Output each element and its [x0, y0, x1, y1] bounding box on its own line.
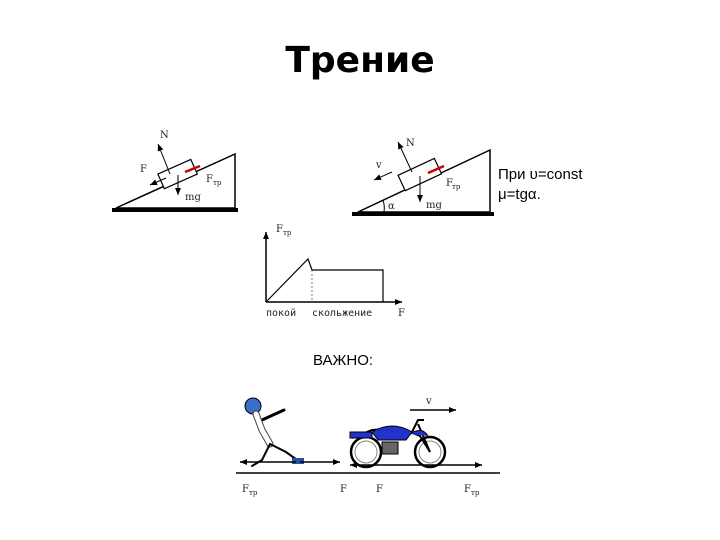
runner-force-sub: тр	[249, 489, 258, 497]
condition-line-1: При υ=const	[498, 166, 583, 183]
moto-fork	[417, 423, 431, 453]
incline-1-label-mg: mg	[185, 192, 201, 203]
incline-diagram-2: N v F тр mg α	[352, 138, 494, 216]
runner-arm	[260, 408, 286, 422]
runner-shoe	[292, 458, 304, 464]
incline-1-label-N: N	[160, 130, 169, 141]
incline-1-label-F: F	[140, 164, 147, 175]
moto-front-wheel	[413, 435, 447, 469]
motorcycle-figure	[349, 419, 447, 469]
incline-2-angle-arc	[382, 199, 385, 213]
incline-2-label-N: N	[406, 138, 415, 149]
moto-tank	[371, 425, 413, 441]
moto-engine	[381, 441, 399, 455]
incline-1-label-tr: тр	[213, 179, 222, 187]
incline-2-velocity-arrow	[373, 171, 393, 181]
force-F2-label: F	[376, 484, 383, 495]
runner-head	[244, 397, 262, 415]
moto-force-label: F	[464, 484, 471, 495]
graph-y-sub: тр	[283, 229, 292, 237]
condition-note: При υ=const μ=tgα.	[498, 165, 583, 205]
moto-fender	[409, 430, 429, 437]
incline-1-force-arrow	[149, 177, 167, 186]
force-F1-label: F	[340, 484, 347, 495]
moto-seat	[349, 431, 373, 439]
important-label: ВАЖНО:	[313, 352, 374, 369]
incline-2-label-mg: mg	[426, 200, 442, 211]
incline-2-label-alpha: α	[388, 201, 395, 212]
incline-2-label-tr: тр	[452, 183, 461, 191]
velocity-label: v	[425, 396, 432, 407]
graph-curve	[265, 257, 384, 303]
graph-region-slide: скольжение	[312, 308, 372, 319]
incline-1-friction-arrow	[184, 164, 201, 174]
bottom-forces: F тр F F F тр v	[236, 396, 500, 497]
graph-region-rest: покой	[266, 307, 296, 319]
incline-2-label-v: v	[375, 160, 382, 171]
runner-force-label: F	[242, 484, 249, 495]
moto-force-sub: тр	[471, 489, 480, 497]
runner-figure	[244, 397, 304, 467]
incline-1-label-Ftr: F	[206, 174, 213, 185]
graph-x-label: F	[398, 308, 405, 319]
incline-2-normal-arrow	[397, 141, 413, 173]
incline-diagram-1: N F F тр mg	[112, 130, 238, 212]
friction-graph: F тр F покой скольжение	[263, 224, 405, 319]
graph-y-label: F	[276, 224, 283, 235]
incline-2-label-Ftr: F	[446, 178, 453, 189]
incline-2-block	[397, 157, 443, 192]
incline-1-normal-arrow	[157, 143, 171, 175]
runner-leg-back	[251, 443, 271, 467]
condition-line-2: μ=tgα.	[498, 186, 541, 203]
incline-2-friction-arrow	[427, 164, 445, 175]
moto-handlebar	[411, 419, 424, 433]
incline-1-block	[157, 158, 199, 190]
slide-title: Трение	[285, 40, 435, 81]
